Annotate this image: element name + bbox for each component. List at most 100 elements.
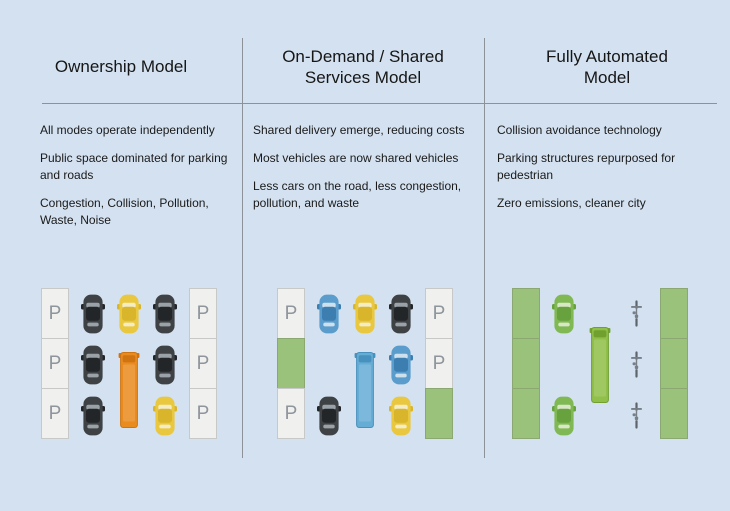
repurposed-green-cell (425, 388, 453, 439)
truck-icon (354, 352, 376, 428)
empty-slot (552, 339, 576, 390)
repurposed-green-cell (660, 338, 688, 389)
car-icon (117, 294, 141, 333)
truck-slot (118, 339, 140, 441)
bicycle-icon (630, 351, 642, 378)
column-fully-automated-model: Fully Automated Model Collision avoidanc… (484, 0, 730, 511)
truck-slot (589, 326, 611, 403)
car-slot (153, 288, 177, 339)
car-slot (117, 288, 141, 339)
bike-slot (630, 390, 643, 441)
car-icon (81, 345, 105, 384)
car-icon (552, 396, 576, 435)
car-slot (153, 339, 177, 390)
repurposed-green-cell (512, 288, 540, 339)
car-slot (81, 339, 105, 390)
column-divider-2 (484, 38, 485, 458)
parking-illustration-automated (512, 288, 688, 441)
bicycle-icon (630, 300, 642, 327)
parking-cell: P (425, 338, 453, 389)
center-lane (353, 288, 377, 441)
bullet-text: Less cars on the road, less congestion, … (253, 179, 462, 211)
car-slot (81, 288, 105, 339)
car-slot (353, 288, 377, 339)
column-bullets: All modes operate independently Public s… (0, 104, 242, 229)
parking-cell: P (189, 288, 217, 339)
truck-slot (354, 339, 376, 441)
empty-space (317, 345, 341, 385)
column-title: Fully Automated Model (546, 46, 668, 87)
repurposed-green-cell (277, 338, 305, 389)
car-icon (389, 345, 413, 384)
column-header: Ownership Model (0, 0, 242, 104)
car-slot (552, 288, 576, 339)
car-slot (81, 390, 105, 441)
bullet-text: Shared delivery emerge, reducing costs (253, 123, 465, 137)
car-icon (317, 294, 341, 333)
bike-slot (630, 288, 643, 339)
parking-cell: P (41, 338, 69, 389)
empty-slot (317, 339, 341, 390)
car-icon (153, 345, 177, 384)
column-shared-services-model: On-Demand / Shared Services Model Shared… (242, 0, 484, 511)
center-lane (117, 288, 141, 441)
column-title: Ownership Model (54, 57, 188, 77)
column-divider-1 (242, 38, 243, 458)
right-parking-stack (660, 288, 688, 441)
car-icon (81, 396, 105, 435)
car-icon (153, 294, 177, 333)
bullet-text: Zero emissions, cleaner city (497, 196, 646, 211)
column-bullets: Collision avoidance technology Parking s… (484, 104, 730, 212)
repurposed-green-cell (660, 388, 688, 439)
vehicle-lane (153, 288, 177, 441)
truck-icon (118, 352, 140, 428)
vehicle-lane (81, 288, 105, 441)
left-parking-stack (512, 288, 540, 441)
bullet-text: Parking structures repurposed for pedest… (497, 151, 676, 183)
vehicle-lane (317, 288, 341, 441)
repurposed-green-cell (660, 288, 688, 339)
column-title: On-Demand / Shared Services Model (282, 46, 444, 87)
car-icon (153, 396, 177, 435)
parking-cell: P (41, 388, 69, 439)
column-ownership-model: Ownership Model All modes operate indepe… (0, 0, 242, 511)
bullet-text: Most vehicles are now shared vehicles (253, 151, 459, 166)
center-lane (588, 288, 612, 441)
repurposed-green-cell (512, 388, 540, 439)
car-icon (552, 294, 576, 333)
parking-cell: P (189, 388, 217, 439)
bicycle-icon (630, 402, 642, 429)
empty-space (552, 345, 576, 385)
bullet-text: Collision avoidance technology (497, 123, 662, 137)
bullet-text: All modes operate independently (40, 123, 215, 137)
parking-cell: P (425, 288, 453, 339)
bike-slot (630, 339, 643, 390)
car-slot (389, 390, 413, 441)
car-icon (389, 396, 413, 435)
parking-cell: P (277, 288, 305, 339)
vehicle-lane (552, 288, 576, 441)
bullet-text: Congestion, Collision, Pollution, Waste,… (40, 196, 209, 228)
column-header: On-Demand / Shared Services Model (242, 0, 484, 104)
header-underline (42, 103, 717, 104)
parking-cell: P (41, 288, 69, 339)
truck-icon (589, 326, 611, 403)
car-slot (317, 390, 341, 441)
vehicle-lane (389, 288, 413, 441)
car-slot (389, 339, 413, 390)
parking-cell: P (277, 388, 305, 439)
column-header: Fully Automated Model (484, 0, 730, 104)
car-icon (389, 294, 413, 333)
parking-cell: P (189, 338, 217, 389)
car-icon (317, 396, 341, 435)
vehicle-lane (624, 288, 648, 441)
car-slot (153, 390, 177, 441)
column-bullets: Shared delivery emerge, reducing costs M… (242, 104, 484, 212)
car-slot (317, 288, 341, 339)
